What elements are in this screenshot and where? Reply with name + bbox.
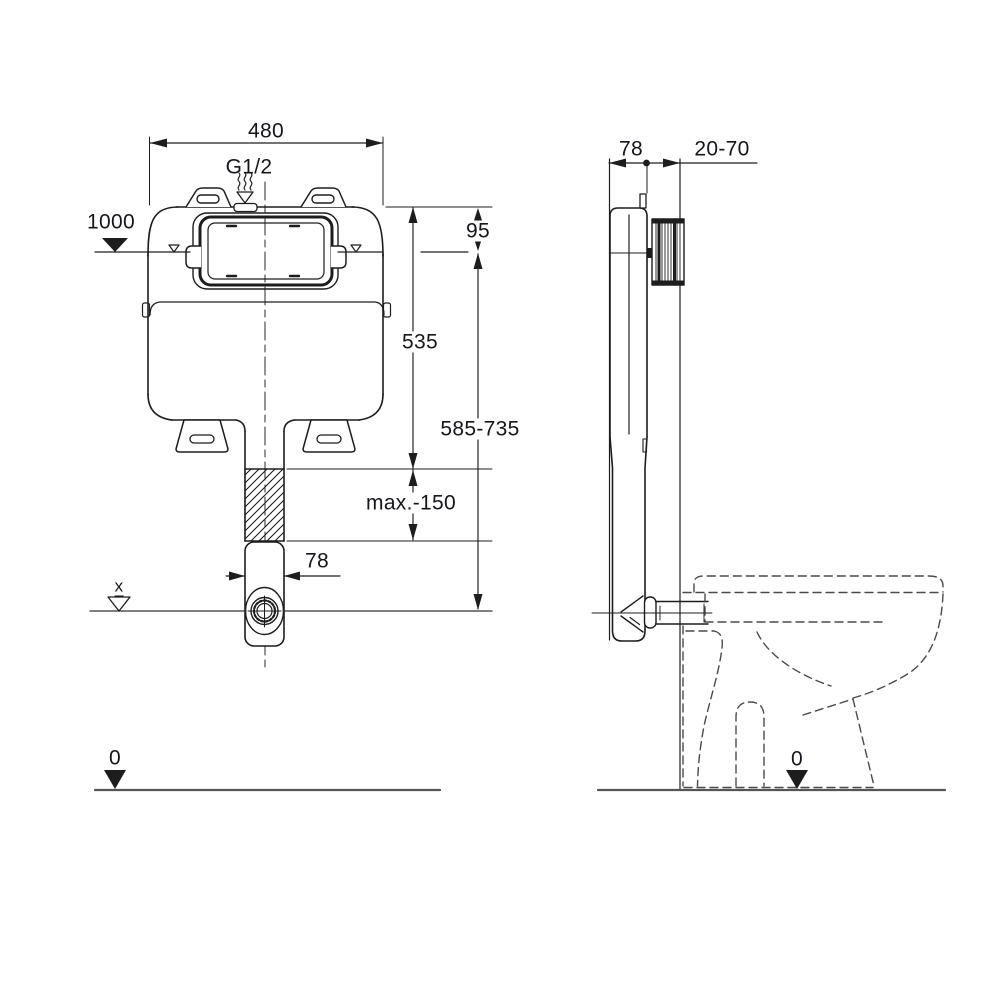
toilet-bowl-outline xyxy=(682,575,944,789)
dim-label-wall-20-70: 20-70 xyxy=(694,137,750,161)
dim-label-level-1000: 1000 xyxy=(87,210,135,234)
front-view xyxy=(89,136,493,792)
dim-label-535: 535 xyxy=(400,330,440,354)
level-mark-icon xyxy=(168,244,180,253)
bottom-mounting-feet xyxy=(175,419,356,453)
datum-label-zero-front: 0 xyxy=(109,746,121,770)
level-mark-icon xyxy=(350,244,362,253)
top-mounting-tabs xyxy=(185,187,347,208)
cistern-side-profile xyxy=(609,193,653,642)
datum-label-zero-side: 0 xyxy=(791,747,803,771)
dim-label-585-735: 585-735 xyxy=(438,417,522,441)
x-datum-line xyxy=(89,596,493,612)
service-opening xyxy=(185,212,347,290)
water-supply-connection xyxy=(233,172,258,213)
floor-zero-triangle-icon xyxy=(786,770,808,789)
frame-clip-left xyxy=(185,245,202,269)
flush-pipe-hatch xyxy=(244,468,285,542)
frame-clip-right xyxy=(330,245,347,269)
dim-label-inlet-g12: G1/2 xyxy=(225,155,273,179)
floor-line-side xyxy=(596,770,947,792)
floor-zero-triangle-icon xyxy=(104,770,126,789)
water-flow-icon xyxy=(237,172,253,191)
dim-label-outlet-78: 78 xyxy=(305,549,329,573)
level-1000-triangle-icon xyxy=(102,238,128,252)
side-view xyxy=(591,158,947,792)
dim-label-depth-78: 78 xyxy=(619,137,643,161)
dim-label-95: 95 xyxy=(464,219,492,243)
dim-label-max-150: max.-150 xyxy=(364,491,458,515)
floor-line-front xyxy=(93,770,442,792)
outlet-connector xyxy=(244,541,285,647)
side-dimensions xyxy=(608,158,758,168)
front-dimensions xyxy=(149,136,493,610)
water-level-line xyxy=(94,238,469,253)
dim-label-width-480: 480 xyxy=(248,119,284,143)
inlet-triangle-icon xyxy=(236,191,254,204)
outlet-spigot xyxy=(591,596,713,629)
datum-label-x: x xyxy=(114,576,124,597)
x-datum-triangle-icon xyxy=(107,596,131,612)
actuator-protection-box xyxy=(651,218,685,286)
